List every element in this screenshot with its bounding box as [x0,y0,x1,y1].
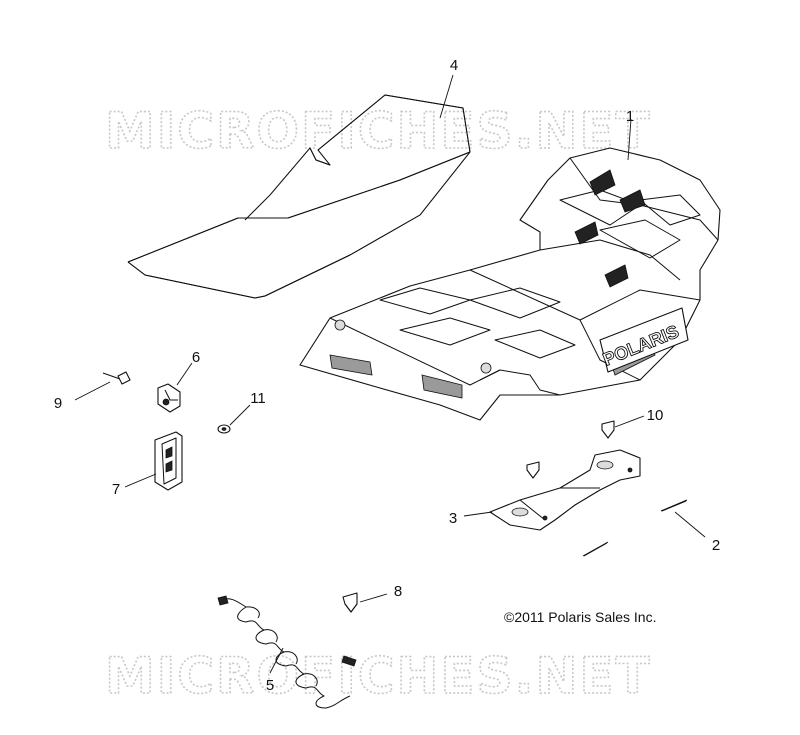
callout-1: 1 [626,108,634,125]
callout-4: 4 [450,57,458,74]
watermark-top: MICROFICHES.NET [105,102,652,160]
leader-lines [74,74,706,674]
callout-3: 3 [449,510,457,527]
copyright-notice: ©2011 Polaris Sales Inc. [504,609,656,625]
part-10-push-rivet [526,420,615,479]
callout-5: 5 [266,677,274,694]
callout-11: 11 [250,390,266,407]
callout-8: 8 [394,583,402,600]
callout-7: 7 [112,481,120,498]
callout-10: 10 [647,407,664,424]
watermark-bottom: MICROFICHES.NET [105,647,652,705]
part-4-seal [127,94,471,299]
part-3-bracket [489,449,641,531]
part-1-front-cover: POLARIS [299,147,721,421]
part-7-latch [154,431,183,491]
callout-6: 6 [192,349,200,366]
part-5-coil-cord [217,595,357,709]
callout-2: 2 [712,537,720,554]
part-2-pin [582,499,688,557]
part-11-washer [217,424,231,434]
part-8-fastener [342,592,358,613]
part-9-pin [102,371,131,385]
callout-9: 9 [54,395,62,412]
part-6-clip [157,383,181,413]
